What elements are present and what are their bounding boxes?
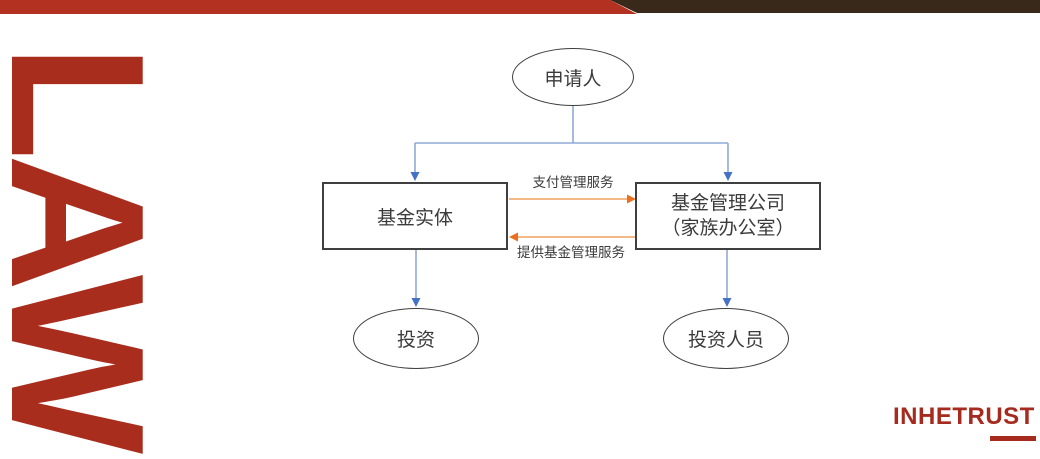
node-investment: 投资 (353, 308, 479, 369)
node-investment-label: 投资 (396, 330, 435, 351)
node-fund-manager-label-line1: 基金管理公司 (670, 192, 785, 214)
logo-inhetrust: INHETRUST (893, 403, 1035, 430)
edge-label-provide-service: 提供基金管理服务 (517, 245, 625, 260)
node-fund-entity-label: 基金实体 (376, 207, 453, 229)
node-fund-manager-label-line2: （家族办公室） (661, 218, 795, 239)
node-fund-manager: 基金管理公司 （家族办公室） (635, 182, 821, 250)
arrow-down-icon (722, 298, 732, 307)
connector-applicant-branch (414, 106, 729, 173)
logo-underline (990, 436, 1036, 441)
node-investment-staff-label: 投资人员 (687, 330, 764, 351)
top-bar-red (0, 0, 637, 14)
arrow-down-icon (410, 172, 420, 181)
arrow-right-icon (627, 194, 636, 204)
arrow-left-icon (509, 232, 518, 242)
node-investment-staff: 投资人员 (663, 308, 789, 369)
node-applicant: 申请人 (512, 48, 634, 106)
node-applicant-label: 申请人 (544, 68, 602, 90)
top-bar-dark (610, 0, 1040, 13)
arrow-down-icon (411, 298, 421, 307)
node-fund-entity: 基金实体 (322, 182, 508, 250)
edge-label-pay-service: 支付管理服务 (532, 175, 614, 190)
arrow-down-icon (723, 172, 733, 181)
